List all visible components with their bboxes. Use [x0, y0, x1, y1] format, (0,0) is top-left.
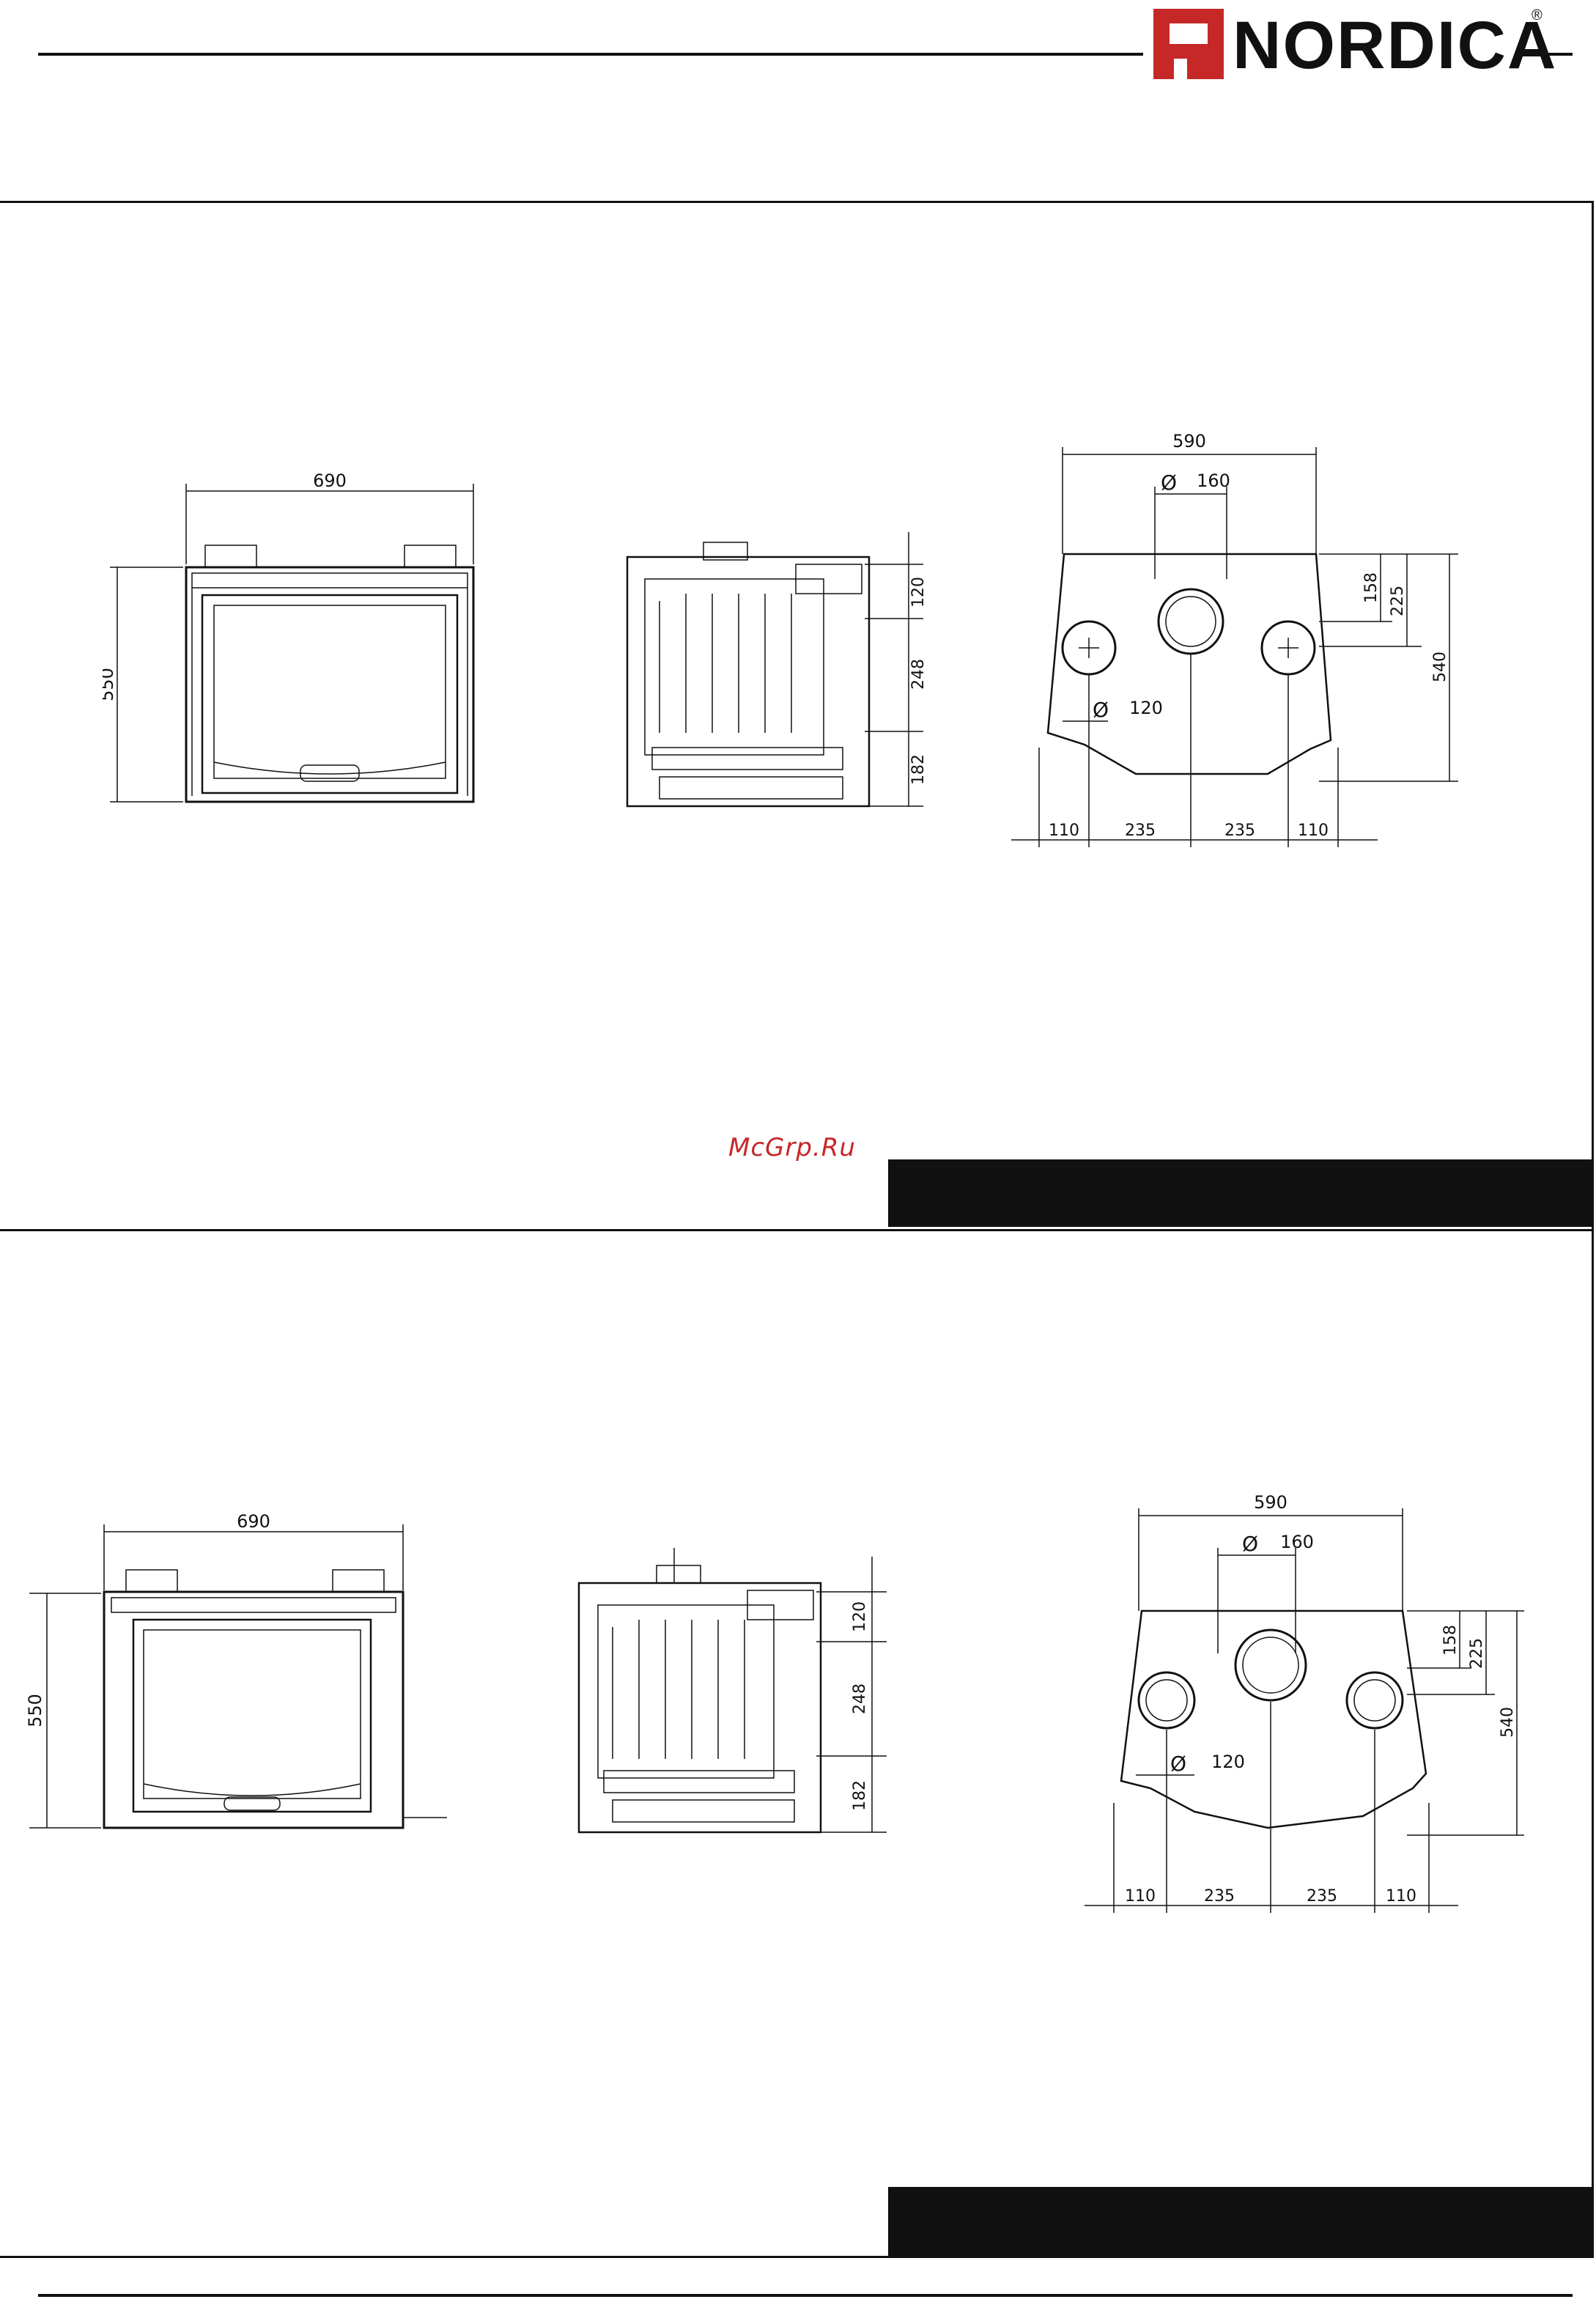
- section-1-side-dim-top: 120: [909, 577, 928, 608]
- section-2-front-width: 690: [237, 1511, 270, 1532]
- watermark-text: McGrp.Ru: [728, 1133, 856, 1162]
- header-rule-left: [38, 53, 1143, 56]
- section-1-front-width: 690: [313, 471, 347, 491]
- section-1-top-bottom-dim-3: 235: [1224, 822, 1255, 840]
- section-2-top-width: 590: [1254, 1492, 1287, 1513]
- section-2-top-right-dim-2: 225: [1468, 1638, 1486, 1669]
- section-1-top-right-dim-1: 158: [1362, 572, 1381, 603]
- section-1-top-pipe-side: 120: [1129, 698, 1163, 718]
- section-1-top-pipe-center: 160: [1197, 471, 1230, 491]
- section-2-side-dim-top: 120: [851, 1601, 869, 1632]
- section-2-top-bottom-dim-2: 235: [1204, 1887, 1235, 1906]
- section-1-top-view: 590 Ø 160 Ø 120 158 225 540 110 235 235 …: [1011, 425, 1480, 850]
- brand-logo: NORDICA ®: [1148, 6, 1548, 86]
- brand-emblem-icon: [1148, 6, 1228, 82]
- section-2-top-right-dim-3: 540: [1499, 1707, 1517, 1738]
- section-1-side-view: 120 248 182: [616, 528, 953, 821]
- section-2-side-dim-mid: 248: [851, 1683, 869, 1714]
- section-1-top-diam-side: Ø: [1093, 698, 1109, 722]
- section-2-front-view: 690 550: [22, 1510, 462, 1847]
- section-1-side-dim-bottom: 182: [909, 754, 928, 785]
- section-2-side-dim-bottom: 182: [851, 1780, 869, 1811]
- section-1-top-bottom-dim-2: 235: [1125, 822, 1156, 840]
- section-1-front-view: 690 550: [103, 469, 513, 814]
- section-2-top-bottom-dim-4: 110: [1386, 1887, 1416, 1906]
- section-1-top-right-dim-3: 540: [1431, 652, 1449, 682]
- section-1-top-diam-center: Ø: [1161, 471, 1177, 495]
- brand-name: NORDICA: [1233, 12, 1557, 79]
- section-2-side-view: 120 248 182: [564, 1546, 901, 1854]
- registered-mark: ®: [1532, 7, 1543, 24]
- section-2-top-view: 590 Ø 160 Ø 120 158 225 540 110 235 235 …: [1085, 1480, 1553, 1920]
- section-2-front-height: 550: [25, 1694, 45, 1727]
- section-2-top-right-dim-1: 158: [1441, 1625, 1460, 1656]
- section-1-top-bottom-dim-4: 110: [1298, 822, 1329, 840]
- section-2-top-pipe-center: 160: [1280, 1532, 1314, 1552]
- section-2-top-bottom-dim-1: 110: [1125, 1887, 1156, 1906]
- section-2-top-bottom-dim-3: 235: [1307, 1887, 1337, 1906]
- section-1-top-width: 590: [1172, 431, 1206, 451]
- section-1-top-bottom-dim-1: 110: [1049, 822, 1079, 840]
- footer-rule: [38, 2294, 1573, 2297]
- section-1-top-right-dim-2: 225: [1389, 586, 1407, 616]
- section-2-top-diam-center: Ø: [1242, 1532, 1258, 1556]
- section-1-title-band: [888, 1159, 1594, 1227]
- section-1-front-height: 550: [103, 668, 117, 701]
- section-2-top-diam-side: Ø: [1170, 1752, 1186, 1776]
- section-1-side-dim-mid: 248: [909, 659, 928, 690]
- section-2-title-band: [888, 2187, 1594, 2256]
- section-2-top-pipe-side: 120: [1211, 1752, 1245, 1772]
